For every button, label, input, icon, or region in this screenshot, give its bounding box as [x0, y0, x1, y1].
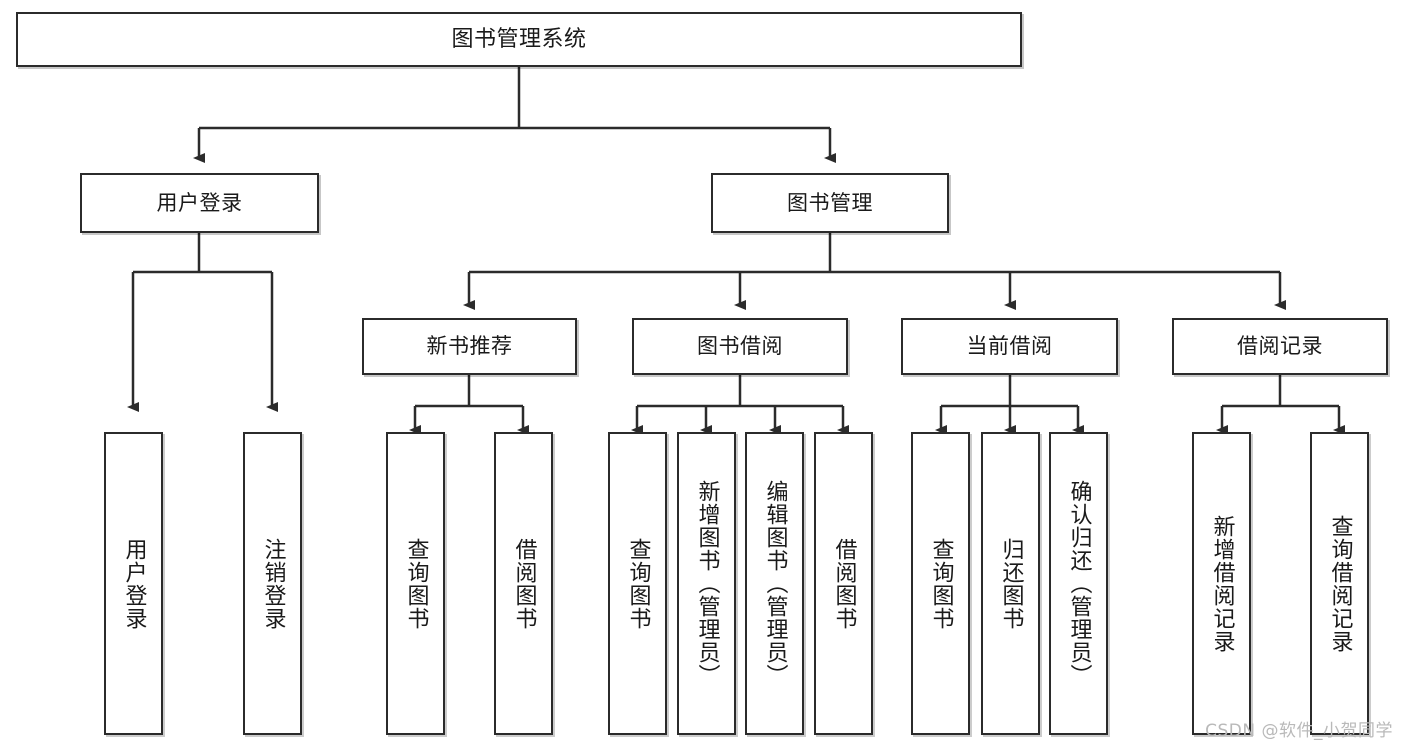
node-borrow-record[interactable]: 借阅记录 — [1172, 318, 1388, 375]
node-leaf-newbook-borrow-books[interactable]: 借阅图书 — [494, 432, 553, 735]
node-label: 新增借阅记录 — [1209, 514, 1235, 653]
node-label: 用户登录 — [121, 537, 147, 630]
node-leaf-bookborrow-borrow-books[interactable]: 借阅图书 — [814, 432, 873, 735]
node-current-borrow[interactable]: 当前借阅 — [901, 318, 1118, 375]
node-leaf-newbook-query-books[interactable]: 查询图书 — [386, 432, 445, 735]
node-label: 注销登录 — [260, 537, 286, 630]
watermark-credit: CSDN @软件_小贺同学 — [1205, 721, 1393, 741]
node-label: 新书推荐 — [426, 334, 513, 359]
node-label: 确认归还（管理员） — [1066, 480, 1092, 687]
node-root-book-management-system[interactable]: 图书管理系统 — [16, 12, 1022, 67]
node-label: 图书管理 — [787, 190, 873, 215]
node-leaf-currentborrow-return-books[interactable]: 归还图书 — [981, 432, 1040, 735]
node-leaf-currentborrow-confirm-return-admin[interactable]: 确认归还（管理员） — [1049, 432, 1108, 735]
node-new-book-recommendation[interactable]: 新书推荐 — [362, 318, 577, 375]
node-label: 图书借阅 — [697, 334, 783, 359]
node-label: 新增图书（管理员） — [694, 480, 720, 687]
node-label: 查询借阅记录 — [1327, 514, 1353, 653]
node-label: 查询图书 — [625, 537, 651, 630]
node-user-login[interactable]: 用户登录 — [80, 173, 319, 233]
node-book-borrow[interactable]: 图书借阅 — [632, 318, 848, 375]
node-label: 查询图书 — [403, 537, 429, 630]
node-leaf-currentborrow-query-books[interactable]: 查询图书 — [911, 432, 970, 735]
node-leaf-user-login-signout[interactable]: 注销登录 — [243, 432, 302, 735]
node-label: 借阅记录 — [1237, 334, 1323, 359]
node-leaf-borrowrecord-query-record[interactable]: 查询借阅记录 — [1310, 432, 1369, 735]
node-leaf-borrowrecord-add-record[interactable]: 新增借阅记录 — [1192, 432, 1251, 735]
node-leaf-user-login-signin[interactable]: 用户登录 — [104, 432, 163, 735]
node-label: 当前借阅 — [966, 334, 1053, 359]
node-label: 借阅图书 — [511, 537, 537, 630]
node-label: 图书管理系统 — [451, 26, 587, 52]
node-book-management[interactable]: 图书管理 — [711, 173, 949, 233]
node-leaf-bookborrow-edit-book-admin[interactable]: 编辑图书（管理员） — [745, 432, 804, 735]
node-label: 用户登录 — [156, 190, 243, 215]
node-label: 查询图书 — [928, 537, 954, 630]
node-leaf-bookborrow-add-book-admin[interactable]: 新增图书（管理员） — [677, 432, 736, 735]
node-label: 归还图书 — [998, 537, 1024, 630]
node-leaf-bookborrow-query-books[interactable]: 查询图书 — [608, 432, 667, 735]
node-label: 借阅图书 — [831, 537, 857, 630]
node-label: 编辑图书（管理员） — [762, 480, 788, 687]
